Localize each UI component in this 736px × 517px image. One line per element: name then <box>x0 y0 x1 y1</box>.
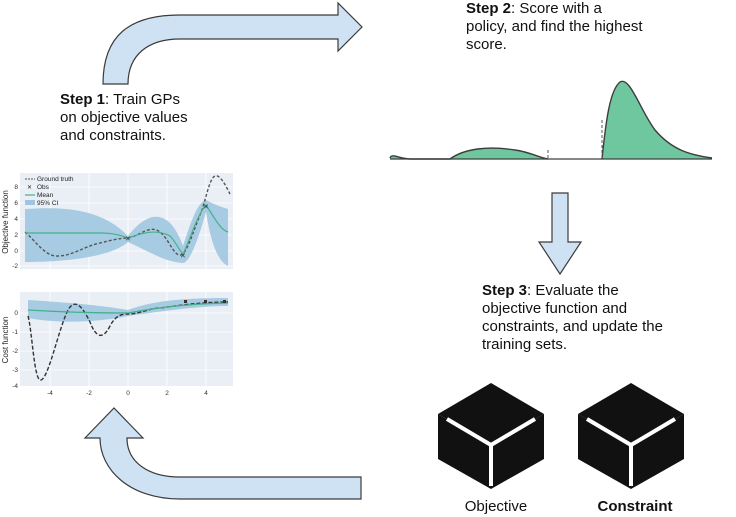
objective-mean <box>25 204 229 255</box>
cost-ytick-labels: 0 -1 -2 -3 -4 <box>12 310 18 390</box>
objective-ytick-label: 6 <box>14 200 18 207</box>
legend-obs: Obs <box>37 184 50 191</box>
legend-obs-marker: ✕ <box>27 185 32 191</box>
objective-ci-band <box>25 200 228 266</box>
objective-ytick-label: 4 <box>14 216 18 223</box>
step2-description: : Score with a policy, and find the high… <box>466 0 643 53</box>
objective-ytick-label: 8 <box>14 184 18 191</box>
step1-description: : Train GPs on objective values and cons… <box>60 91 188 144</box>
arrow-step3-to-step1 <box>83 407 362 500</box>
step3-description: : Evaluate the objective function and co… <box>482 282 663 353</box>
objective-ytick-label: -2 <box>12 263 18 270</box>
svg-text:✕: ✕ <box>203 204 209 211</box>
step3-text: Step 3: Evaluate the objective function … <box>482 282 682 354</box>
step2-title: Step 2 <box>466 0 512 17</box>
legend-ci: 95% CI <box>37 200 59 207</box>
cost-mean <box>27 302 229 314</box>
objective-ytick-labels: 8 6 4 2 0 -2 <box>12 184 18 270</box>
cost-ytick-label: 0 <box>14 310 18 317</box>
objective-ylabel: Objective function <box>1 190 10 254</box>
step2-text: Step 2: Score with a policy, and find th… <box>466 0 646 54</box>
objective-legend: Ground truth ✕ Obs Mean 95% CI <box>25 176 74 207</box>
cost-ci-band <box>28 298 228 322</box>
cost-xtick-label: -4 <box>47 390 53 397</box>
constraint-label: Constraint <box>597 498 673 515</box>
step3-title: Step 3 <box>482 282 528 299</box>
objective-ground-truth <box>24 175 231 257</box>
cost-plot: 0 -1 -2 -3 -4 -4 -2 0 2 4 Cost function <box>1 292 233 397</box>
acquisition-fill <box>390 81 712 159</box>
acquisition-function-plot <box>389 80 713 160</box>
arrow-step1-to-step2 <box>102 1 363 85</box>
svg-text:✕: ✕ <box>180 253 186 260</box>
cost-xtick-label: -2 <box>86 390 92 397</box>
svg-text:✕: ✕ <box>125 236 131 243</box>
objective-plot: ✕ ✕ ✕ Ground truth ✕ Obs Mean 95% CI 8 6 4… <box>1 173 233 270</box>
objective-cube-icon <box>438 383 544 489</box>
cost-ylabel: Cost function <box>1 317 10 364</box>
cost-xtick-label: 0 <box>126 390 130 397</box>
arrow-step2-to-step3 <box>537 192 583 276</box>
cost-ytick-label: -2 <box>12 348 18 355</box>
objective-ytick-label: 2 <box>14 232 18 239</box>
step1-text: Step 1: Train GPs on objective values an… <box>60 91 190 145</box>
acquisition-curve <box>389 80 713 160</box>
cost-ytick-label: -4 <box>12 383 18 390</box>
cost-observations <box>184 300 226 303</box>
cost-ytick-label: -3 <box>12 367 18 374</box>
cost-xtick-label: 2 <box>165 390 169 397</box>
cost-ytick-label: -1 <box>12 329 18 336</box>
objective-observations: ✕ ✕ ✕ <box>125 204 209 260</box>
objective-ytick-label: 0 <box>14 248 18 255</box>
cost-xtick-labels: -4 -2 0 2 4 <box>47 390 208 397</box>
step1-title: Step 1 <box>60 91 106 108</box>
legend-mean: Mean <box>37 192 54 199</box>
legend-ground-truth: Ground truth <box>37 176 74 183</box>
constraint-cube-icon <box>578 383 684 489</box>
objective-label: Objective <box>464 498 528 515</box>
cost-xtick-label: 4 <box>204 390 208 397</box>
